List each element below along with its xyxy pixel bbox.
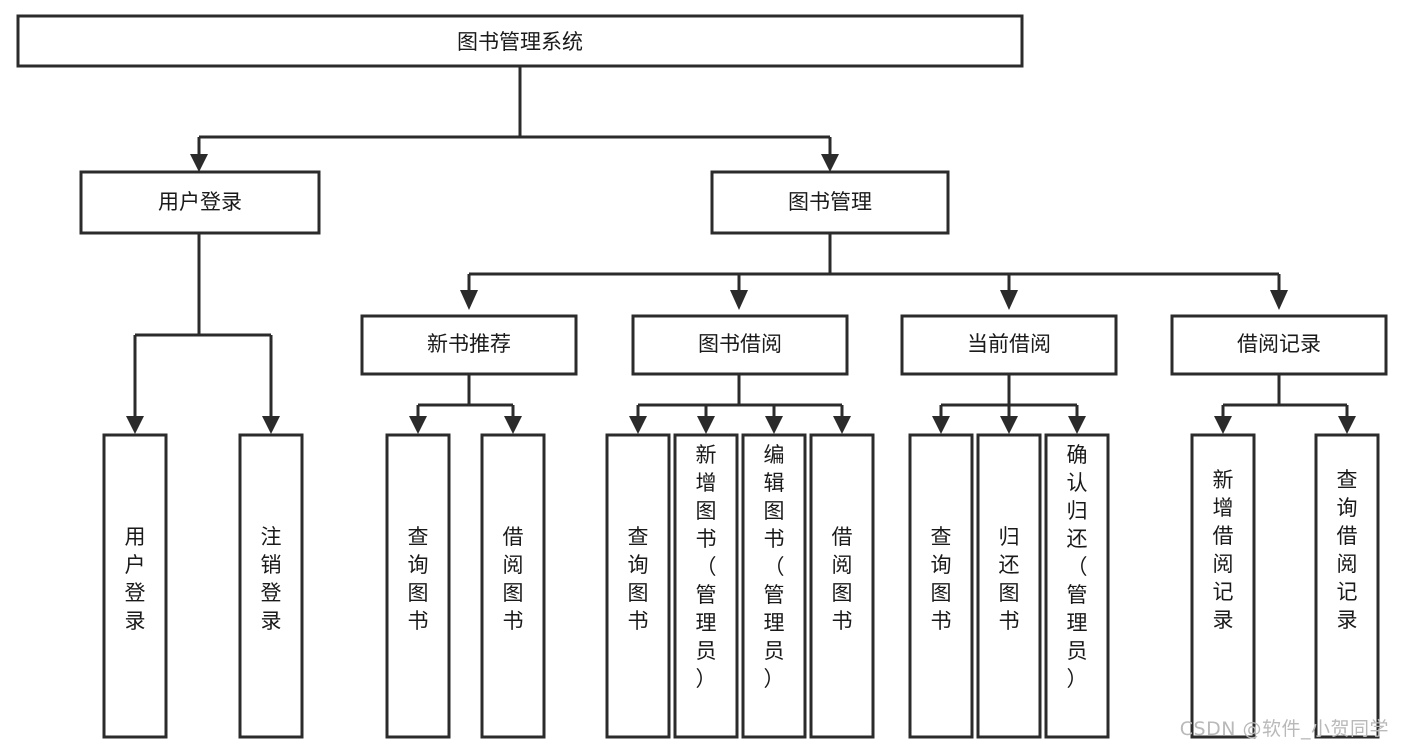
node-book-borrow-label: 图书借阅 — [698, 332, 782, 356]
node-leaf-edit-book-label: 编辑图书（管理员） — [764, 443, 785, 691]
arrow-to-leaf-query-book-3 — [932, 416, 950, 434]
node-leaf-query-book-3-box[interactable] — [908, 433, 974, 739]
node-leaf-query-book-2-box[interactable] — [605, 433, 671, 739]
node-current-borrow-box[interactable] — [900, 314, 1118, 376]
node-new-book-rec-box[interactable] — [360, 314, 578, 376]
arrow-to-borrow-record — [1270, 290, 1288, 310]
node-leaf-confirm-return[interactable]: 确认归还（管理员） — [1044, 433, 1110, 739]
arrow-to-leaf-user-login — [126, 416, 144, 434]
node-book-manage-label: 图书管理 — [788, 190, 872, 214]
node-leaf-user-login-box[interactable] — [102, 433, 168, 739]
node-leaf-borrow-book-1-label: 借阅图书 — [503, 525, 524, 633]
arrow-to-leaf-edit-book — [765, 416, 783, 434]
node-leaf-user-login-label: 用户登录 — [125, 525, 146, 633]
node-root-label: 图书管理系统 — [457, 30, 583, 54]
arrow-to-leaf-add-book — [697, 416, 715, 434]
node-leaf-query-book-1[interactable]: 查询图书 — [385, 433, 451, 739]
node-leaf-return-book-box[interactable] — [976, 433, 1042, 739]
node-leaf-query-record-label: 查询借阅记录 — [1337, 468, 1358, 632]
node-leaf-edit-book-box[interactable] — [741, 433, 807, 739]
node-book-borrow-box[interactable] — [631, 314, 849, 376]
node-leaf-add-record-label: 新增借阅记录 — [1213, 468, 1234, 632]
arrow-to-leaf-add-record — [1214, 416, 1232, 434]
node-leaf-logout-label: 注销登录 — [261, 525, 282, 633]
arrow-to-leaf-borrow-book-1 — [504, 416, 522, 434]
arrow-to-leaf-borrow-book-2 — [833, 416, 851, 434]
node-new-book-rec-label: 新书推荐 — [427, 332, 511, 356]
node-leaf-confirm-return-label: 确认归还（管理员） — [1067, 443, 1088, 691]
node-user-login-box[interactable] — [79, 170, 321, 235]
connectors-layer — [126, 66, 1356, 434]
node-leaf-add-book[interactable]: 新增图书（管理员） — [673, 433, 739, 739]
arrow-to-leaf-confirm-return — [1068, 416, 1086, 434]
node-leaf-return-book-label: 归还图书 — [999, 525, 1020, 633]
node-root[interactable]: 图书管理系统 — [16, 14, 1024, 68]
node-current-borrow-label: 当前借阅 — [967, 332, 1051, 356]
arrow-to-book-manage — [821, 154, 839, 172]
node-leaf-query-book-2[interactable]: 查询图书 — [605, 433, 671, 739]
node-borrow-record-box[interactable] — [1170, 314, 1388, 376]
node-leaf-add-record[interactable]: 新增借阅记录 — [1190, 433, 1256, 739]
node-leaf-logout-box[interactable] — [238, 433, 304, 739]
node-leaf-add-book-label: 新增图书（管理员） — [696, 443, 717, 691]
node-leaf-confirm-return-box[interactable] — [1044, 433, 1110, 739]
arrow-to-new-book-rec — [460, 290, 478, 310]
node-leaf-query-book-1-label: 查询图书 — [408, 525, 429, 633]
arrow-to-leaf-return-book — [1000, 416, 1018, 434]
arrow-to-leaf-logout — [262, 416, 280, 434]
node-leaf-return-book[interactable]: 归还图书 — [976, 433, 1042, 739]
node-book-manage[interactable]: 图书管理 — [710, 170, 950, 235]
node-leaf-borrow-book-2-box[interactable] — [809, 433, 875, 739]
watermark-csdn: CSDN @软件_小贺同学 — [1179, 718, 1389, 740]
node-leaf-query-book-3-label: 查询图书 — [931, 525, 952, 633]
node-leaf-query-record-box[interactable] — [1314, 433, 1380, 739]
node-leaf-borrow-book-2-label: 借阅图书 — [832, 525, 853, 633]
node-leaf-logout[interactable]: 注销登录 — [238, 433, 304, 739]
node-book-borrow[interactable]: 图书借阅 — [631, 314, 849, 376]
arrow-to-current-borrow — [1000, 290, 1018, 310]
node-current-borrow[interactable]: 当前借阅 — [900, 314, 1118, 376]
node-root-box[interactable] — [16, 14, 1024, 68]
node-leaf-add-record-box[interactable] — [1190, 433, 1256, 739]
node-leaf-query-book-3[interactable]: 查询图书 — [908, 433, 974, 739]
arrow-to-book-borrow — [730, 290, 748, 310]
node-borrow-record-label: 借阅记录 — [1237, 332, 1321, 356]
arrow-to-leaf-query-book-1 — [409, 416, 427, 434]
node-leaf-borrow-book-1-box[interactable] — [480, 433, 546, 739]
node-user-login-label: 用户登录 — [158, 190, 242, 214]
node-leaf-borrow-book-1[interactable]: 借阅图书 — [480, 433, 546, 739]
node-leaf-edit-book[interactable]: 编辑图书（管理员） — [741, 433, 807, 739]
node-user-login[interactable]: 用户登录 — [79, 170, 321, 235]
node-leaf-query-book-1-box[interactable] — [385, 433, 451, 739]
node-borrow-record[interactable]: 借阅记录 — [1170, 314, 1388, 376]
node-new-book-rec[interactable]: 新书推荐 — [360, 314, 578, 376]
node-leaf-query-book-2-label: 查询图书 — [628, 525, 649, 633]
arrow-to-leaf-query-record — [1338, 416, 1356, 434]
node-leaf-query-record[interactable]: 查询借阅记录 — [1314, 433, 1380, 739]
arrow-to-leaf-query-book-2 — [629, 416, 647, 434]
node-leaf-add-book-box[interactable] — [673, 433, 739, 739]
node-book-manage-box[interactable] — [710, 170, 950, 235]
node-leaf-borrow-book-2[interactable]: 借阅图书 — [809, 433, 875, 739]
node-leaf-user-login[interactable]: 用户登录 — [102, 433, 168, 739]
arrow-to-user-login — [190, 154, 208, 172]
